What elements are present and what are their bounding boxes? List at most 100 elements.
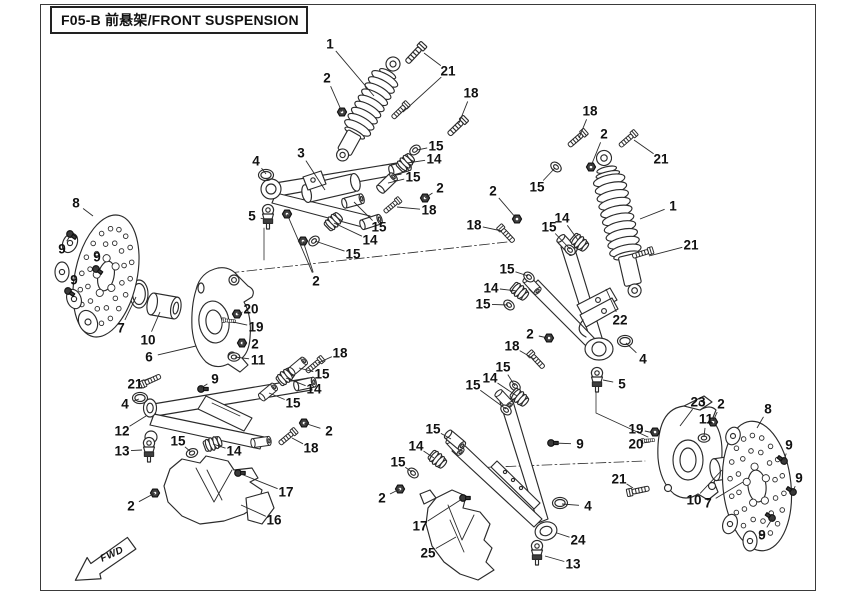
disc-hole [90, 240, 96, 247]
disc-hole [748, 448, 754, 454]
disc-hole [740, 436, 747, 442]
disc-hole [733, 445, 740, 451]
leader-line [261, 167, 267, 175]
o-ring [551, 496, 569, 510]
drawing-border [40, 4, 816, 591]
leader-line [240, 504, 266, 517]
leader-line [554, 233, 571, 250]
bushing [426, 448, 450, 471]
upper-a-arm-left [260, 159, 413, 231]
leader-line [507, 374, 516, 387]
connector-line [595, 390, 649, 438]
leader-line [260, 217, 265, 220]
disc-hole [742, 477, 751, 486]
callout-2: 2 [378, 491, 386, 506]
leader-line [625, 342, 637, 354]
leader-line [561, 503, 580, 506]
leader-line [416, 147, 428, 151]
disc-hole [102, 254, 111, 263]
leader-line [406, 159, 426, 164]
callout-7: 7 [704, 496, 712, 511]
disc-hole [83, 254, 90, 260]
leader-line [644, 441, 651, 444]
nut [511, 214, 523, 224]
bolt [276, 426, 299, 447]
disc-hole [107, 225, 114, 232]
disc-hole [79, 270, 85, 277]
nut [649, 427, 661, 437]
washer [306, 233, 322, 249]
disc-hole [116, 305, 122, 312]
disc-hole [736, 489, 742, 496]
callout-9: 9 [576, 437, 584, 452]
callout-15: 15 [285, 396, 301, 411]
leader-line [151, 311, 161, 332]
disc-hole [77, 286, 84, 293]
callout-15: 15 [475, 297, 491, 312]
disc-hole [749, 498, 758, 507]
leader-line [538, 335, 549, 339]
leader-line [268, 392, 285, 400]
callout-15: 15 [314, 367, 330, 382]
callout-20: 20 [628, 437, 643, 452]
disc-hole [102, 241, 109, 247]
callout-21: 21 [683, 238, 699, 253]
leader-line [240, 473, 278, 490]
artwork-layer: FWD [54, 40, 799, 581]
leader-line [427, 498, 463, 522]
disc-hole [729, 459, 735, 465]
callout-15: 15 [499, 262, 515, 277]
bolt [445, 114, 470, 138]
callout-21: 21 [440, 64, 456, 79]
leader-line [232, 321, 248, 326]
leader-line [435, 536, 457, 549]
callout-2: 2 [526, 327, 534, 342]
leader-line [314, 240, 345, 252]
disc-hole [95, 288, 104, 297]
disc-hole [111, 240, 118, 246]
leader-line [703, 427, 706, 438]
disc-hole [728, 493, 735, 499]
callout-17: 17 [412, 519, 427, 534]
disc-hole [758, 435, 765, 441]
leader-line [138, 492, 156, 503]
disc-hole [122, 292, 129, 298]
leader-line [590, 142, 602, 167]
callout-14: 14 [226, 444, 242, 459]
disc-hole [749, 432, 756, 439]
leader-line [291, 437, 304, 445]
nut [585, 162, 597, 172]
callout-10: 10 [686, 493, 701, 508]
callout-9: 9 [211, 372, 219, 387]
disc-hole [107, 283, 116, 292]
callout-11: 11 [251, 353, 266, 368]
leader-line [143, 377, 151, 382]
callout-15: 15 [345, 247, 361, 262]
disc-hole [85, 283, 91, 290]
bolt [382, 195, 403, 215]
leader-line [157, 345, 197, 356]
leader-line [236, 311, 243, 315]
bolt [403, 40, 428, 66]
leader-line [124, 296, 137, 321]
leader-line [285, 377, 306, 387]
leader-line [515, 271, 529, 277]
leader-line [333, 222, 363, 237]
callout-15: 15 [495, 360, 511, 375]
disc-hole [107, 315, 114, 322]
leader-line [184, 446, 192, 453]
callout-6: 6 [145, 350, 153, 365]
callout-2: 2 [489, 184, 497, 199]
leader-line [234, 356, 250, 360]
fwd-arrow: FWD [74, 536, 137, 581]
leader-line [330, 86, 343, 113]
bolt [495, 223, 517, 245]
callout-24: 24 [570, 533, 586, 548]
callout-18: 18 [421, 203, 437, 218]
leader-line [389, 488, 401, 495]
bolt [525, 349, 547, 371]
disc-hole [93, 250, 100, 257]
callout-15: 15 [425, 422, 441, 437]
leader-line [605, 288, 617, 312]
callout-9: 9 [58, 242, 66, 257]
